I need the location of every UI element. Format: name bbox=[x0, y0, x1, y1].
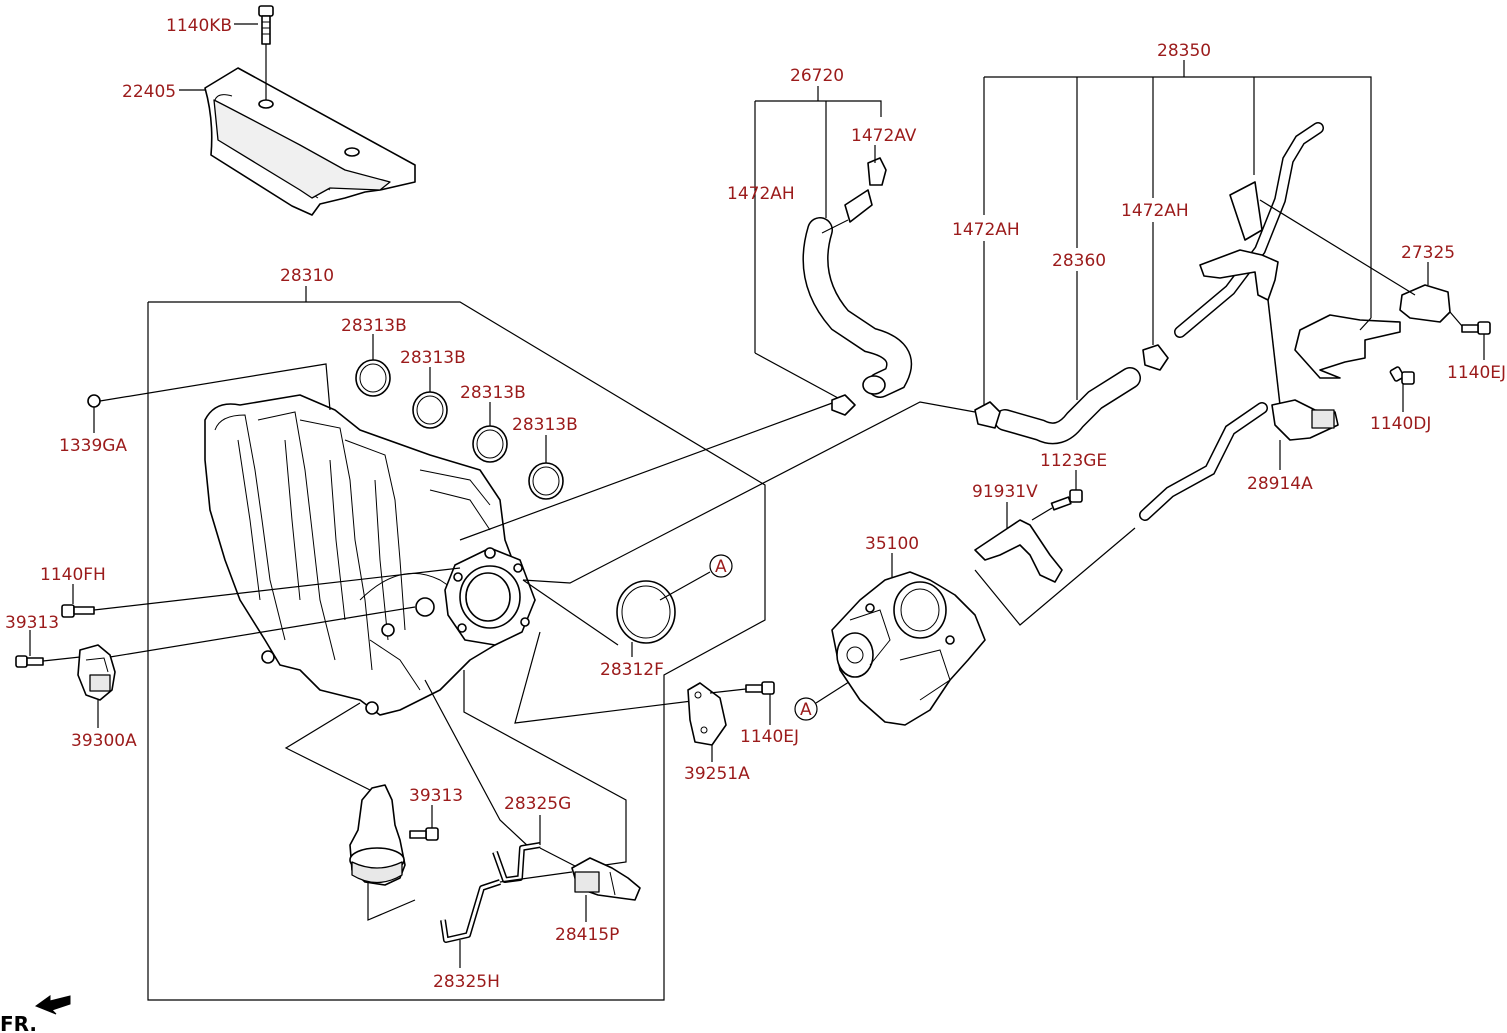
reference-A-label: A bbox=[800, 700, 812, 720]
bolt-part bbox=[258, 5, 274, 45]
label-1472AH-b: 1472AH bbox=[952, 220, 1020, 240]
bolt-part bbox=[1389, 321, 1491, 385]
label-28914A: 28914A bbox=[1247, 474, 1313, 494]
label-1472AV: 1472AV bbox=[851, 126, 917, 146]
sensor-part bbox=[1399, 284, 1451, 323]
bolt-part bbox=[409, 827, 439, 841]
hose-part bbox=[440, 842, 541, 943]
reference-A-label: A bbox=[715, 557, 727, 577]
gasket-parts bbox=[355, 359, 564, 500]
label-1140FH: 1140FH bbox=[40, 565, 106, 585]
sensor-part bbox=[77, 644, 116, 701]
label-26720: 26720 bbox=[790, 66, 844, 86]
hose-part bbox=[1139, 402, 1268, 521]
gasket-ring-part bbox=[616, 580, 676, 644]
label-1472AH-c: 1472AH bbox=[1121, 201, 1189, 221]
label-28313B-2: 28313B bbox=[400, 348, 466, 368]
label-28312F: 28312F bbox=[600, 660, 664, 680]
label-22405: 22405 bbox=[122, 82, 176, 102]
label-39251A: 39251A bbox=[684, 764, 750, 784]
bolt-part bbox=[1050, 489, 1083, 511]
label-1339GA: 1339GA bbox=[59, 436, 127, 456]
valve-part bbox=[1271, 399, 1339, 441]
label-39313-a: 39313 bbox=[5, 613, 59, 633]
bolt-part bbox=[745, 681, 775, 695]
label-1140DJ: 1140DJ bbox=[1370, 414, 1431, 434]
label-1472AH-a: 1472AH bbox=[727, 184, 795, 204]
label-1123GE: 1123GE bbox=[1040, 451, 1107, 471]
label-39313-b: 39313 bbox=[409, 786, 463, 806]
bracket-part bbox=[974, 519, 1063, 583]
front-label: FR. bbox=[0, 1012, 37, 1033]
hose-part bbox=[802, 189, 913, 398]
bolt-part bbox=[61, 604, 95, 618]
engine-cover-part bbox=[204, 67, 416, 216]
bracket-part bbox=[687, 682, 727, 746]
sensor-part bbox=[349, 784, 406, 886]
throttle-flange-part bbox=[444, 547, 536, 646]
valve-part bbox=[571, 857, 641, 901]
bolt-part bbox=[15, 655, 44, 668]
pipe-part bbox=[1174, 122, 1324, 406]
label-39300A: 39300A bbox=[71, 731, 137, 751]
label-1140KB: 1140KB bbox=[166, 16, 232, 36]
label-28310: 28310 bbox=[280, 266, 334, 286]
label-27325: 27325 bbox=[1401, 243, 1455, 263]
bracket-part bbox=[1294, 314, 1401, 379]
nut-part bbox=[87, 394, 101, 408]
assembly-outline-28310 bbox=[147, 286, 766, 1001]
label-35100: 35100 bbox=[865, 534, 919, 554]
hose-part bbox=[974, 344, 1169, 445]
label-28313B-1: 28313B bbox=[341, 316, 407, 336]
front-direction-arrow-icon bbox=[34, 995, 71, 1015]
label-28325H: 28325H bbox=[433, 972, 500, 992]
label-28313B-4: 28313B bbox=[512, 415, 578, 435]
label-1140EJ-b: 1140EJ bbox=[740, 727, 799, 747]
label-1140EJ-a: 1140EJ bbox=[1447, 363, 1506, 383]
throttle-body-part bbox=[831, 571, 986, 726]
label-28415P: 28415P bbox=[555, 925, 619, 945]
label-28350: 28350 bbox=[1157, 41, 1211, 61]
label-28325G: 28325G bbox=[504, 794, 571, 814]
label-28313B-3: 28313B bbox=[460, 383, 526, 403]
label-28360: 28360 bbox=[1052, 251, 1106, 271]
clamp-part bbox=[831, 157, 887, 416]
part-labels: 1140KB 22405 26720 1472AV 1472AH 28350 1… bbox=[5, 16, 1506, 992]
front-direction-marker: FR. bbox=[0, 995, 71, 1033]
label-91931V: 91931V bbox=[972, 482, 1038, 502]
